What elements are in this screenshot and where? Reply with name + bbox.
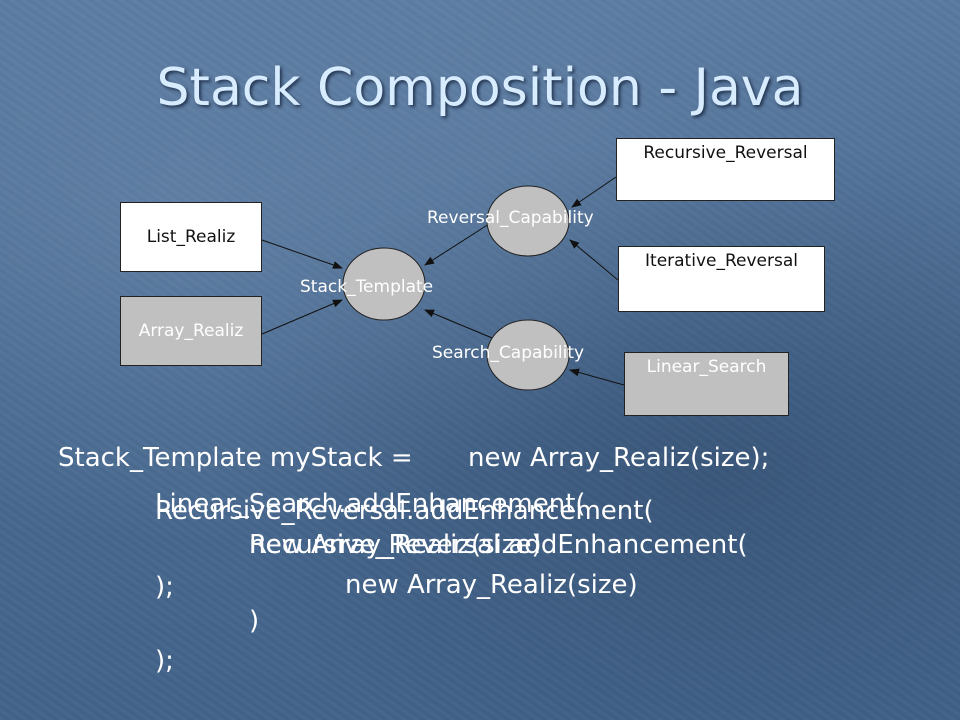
code-b-line-3: new Array_Realiz(size) bbox=[345, 570, 638, 600]
node-search-capability bbox=[486, 319, 570, 391]
arrow-linear-to-search bbox=[569, 368, 625, 386]
arrow-recursive-to-reversal bbox=[571, 176, 617, 208]
label-search-capability: Search_Capability bbox=[432, 343, 585, 363]
code-declaration: Stack_Template myStack = bbox=[58, 443, 413, 473]
code-b-line-4: ) bbox=[249, 606, 260, 636]
code-a-line-3: ); bbox=[155, 572, 174, 602]
label-stack-template: Stack_Template bbox=[300, 277, 434, 297]
box-array-realiz: Array_Realiz bbox=[120, 296, 262, 366]
box-list-realiz: List_Realiz bbox=[120, 202, 262, 272]
slide-title: Stack Composition - Java bbox=[156, 58, 804, 118]
box-linear-search: Linear_Search bbox=[624, 352, 789, 416]
code-b-line-5: ); bbox=[155, 646, 174, 676]
code-a-line-2: new Array_Realiz(size) bbox=[249, 530, 542, 560]
node-stack-template bbox=[342, 247, 426, 321]
label-reversal-capability: Reversal_Capability bbox=[427, 208, 594, 228]
box-iterative-reversal: Iterative_Reversal bbox=[618, 246, 825, 312]
code-initializer: new Array_Realiz(size); bbox=[468, 443, 770, 473]
arrow-list-to-stack bbox=[261, 239, 343, 269]
arrow-search-to-stack bbox=[424, 309, 498, 341]
code-b-line-1: Recursive_Reversal.addEnhancement( bbox=[155, 496, 654, 526]
node-reversal-capability bbox=[486, 185, 570, 257]
arrow-iterative-to-reversal bbox=[569, 239, 619, 281]
arrow-array-to-stack bbox=[261, 299, 343, 335]
code-b-line-2: Recursive_Reversal.addEnhancement( bbox=[249, 530, 748, 560]
code-a-line-1: Linear_Search.addEnhancement( bbox=[155, 489, 586, 519]
box-recursive-reversal: Recursive_Reversal bbox=[616, 138, 835, 201]
